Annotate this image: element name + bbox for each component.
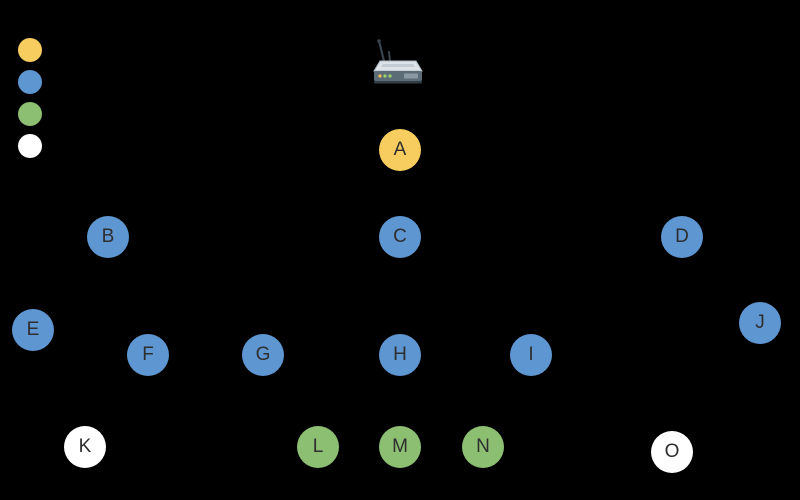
node-n[interactable]: N	[462, 426, 504, 468]
wireless-router-icon[interactable]	[368, 38, 428, 88]
node-g[interactable]: G	[242, 334, 284, 376]
node-b[interactable]: B	[87, 216, 129, 258]
node-e[interactable]: E	[12, 309, 54, 351]
node-i[interactable]: I	[510, 334, 552, 376]
legend	[18, 38, 42, 166]
yellow-circle-icon	[18, 38, 42, 62]
node-k[interactable]: K	[64, 426, 106, 468]
node-m[interactable]: M	[379, 426, 421, 468]
node-o[interactable]: O	[651, 431, 693, 473]
node-c[interactable]: C	[379, 216, 421, 258]
node-d[interactable]: D	[661, 216, 703, 258]
node-l[interactable]: L	[297, 426, 339, 468]
blue-circle-icon	[18, 70, 42, 94]
node-h[interactable]: H	[379, 334, 421, 376]
white-circle-icon	[18, 134, 42, 158]
green-circle-icon	[18, 102, 42, 126]
node-j[interactable]: J	[739, 302, 781, 344]
node-f[interactable]: F	[127, 334, 169, 376]
node-a[interactable]: A	[379, 129, 421, 171]
